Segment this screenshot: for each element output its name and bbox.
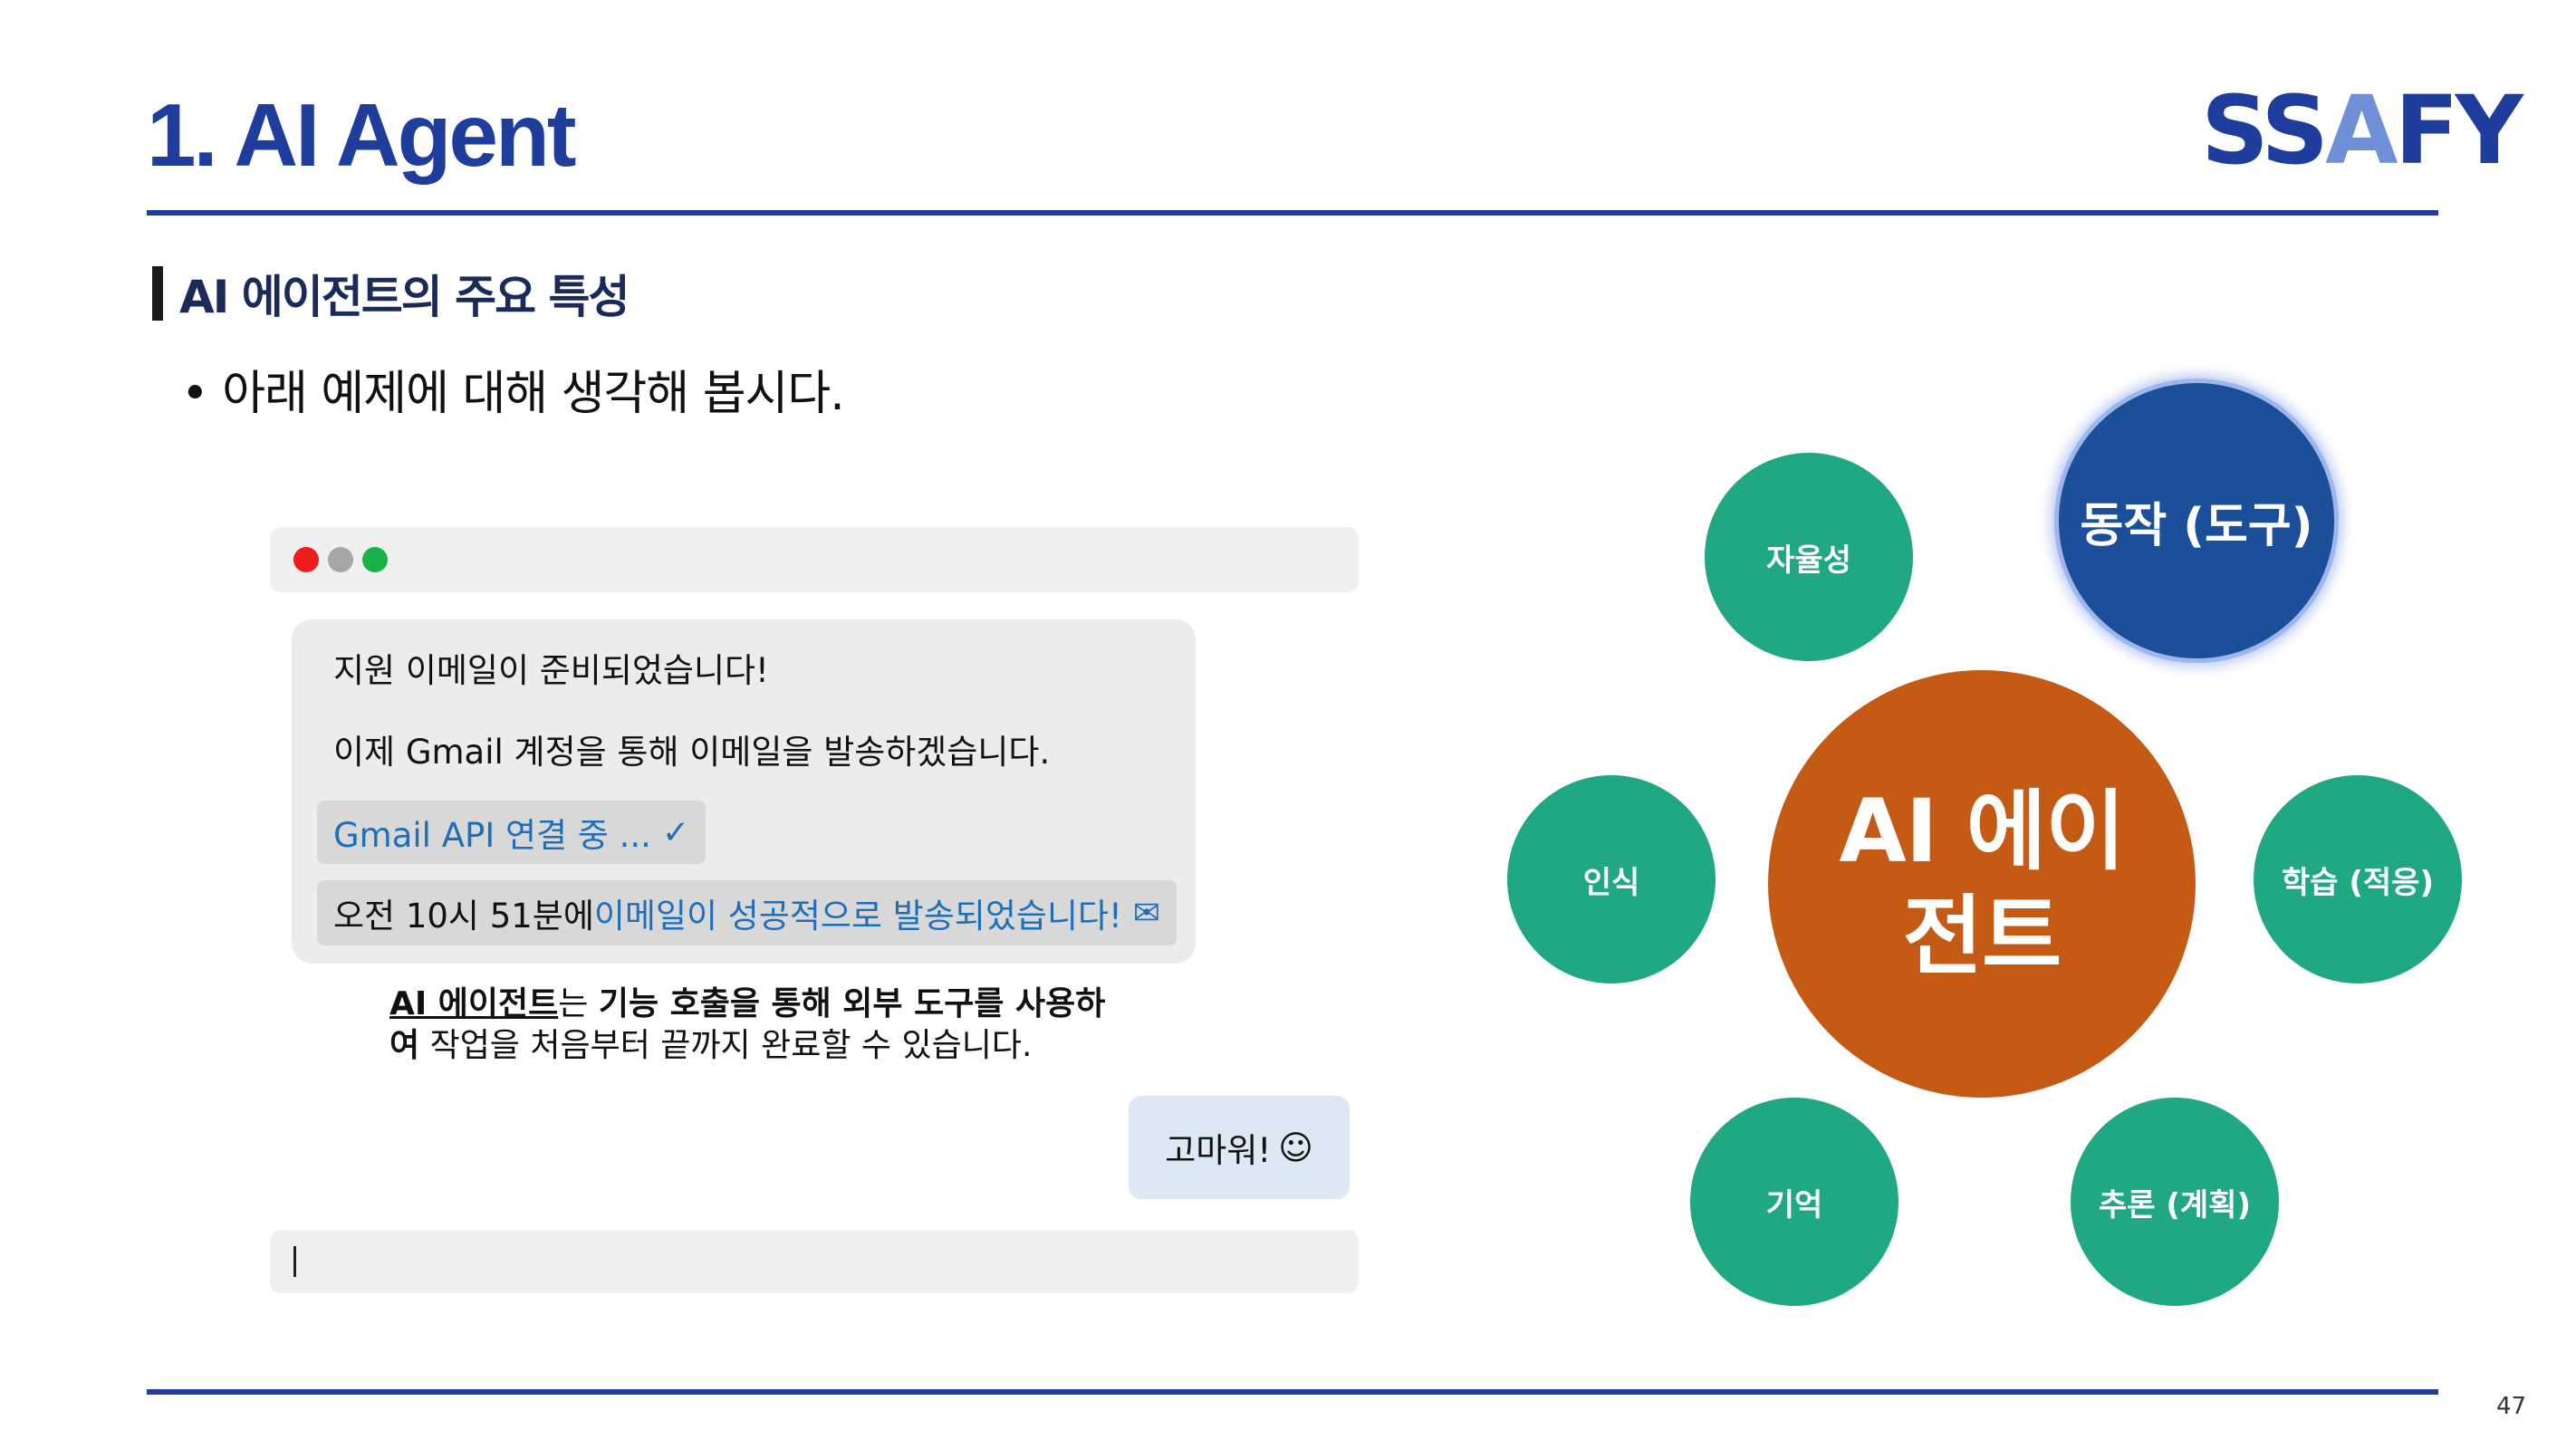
node-reasoning: 추론 (계획) <box>2071 1098 2279 1306</box>
sent-time-text: 오전 10시 51분에 <box>333 897 594 936</box>
node-autonomy: 자율성 <box>1705 453 1913 661</box>
user-message-bubble: 고마워! ☺ <box>1129 1096 1350 1199</box>
bullet-text: • 아래 예제에 대해 생각해 봅시다. <box>181 367 845 421</box>
mail-icon: ✉ <box>1132 894 1161 932</box>
chat-window-titlebar <box>270 527 1359 592</box>
section-heading: AI 에이전트의 주요 특성 <box>152 264 630 323</box>
node-perception: 인식 <box>1507 775 1716 984</box>
ssafy-logo: SSAFY <box>2201 75 2523 186</box>
caption: AI 에이전트는 기능 호출을 통해 외부 도구를 사용하여 작업을 처음부터 … <box>389 984 1114 1067</box>
text-cursor <box>293 1246 296 1277</box>
smile-icon: ☺ <box>1278 1128 1313 1167</box>
status-pill-sent: 오전 10시 51분에 이메일이 성공적으로 발송되었습니다! ✉ <box>317 880 1177 945</box>
caption-particle: 는 <box>558 985 599 1022</box>
caption-emphasis: 기능 호출을 통해 외부 도구를 사용하여 <box>389 985 1106 1064</box>
checkmark-icon: ✓ <box>661 813 690 851</box>
agent-message-bubble: 지원 이메일이 준비되었습니다! 이제 Gmail 계정을 통해 이메일을 발송… <box>292 619 1196 964</box>
header-divider <box>147 210 2438 216</box>
status-pill-connecting: Gmail API 연결 중 ... ✓ <box>317 801 706 864</box>
node-memory: 기억 <box>1690 1098 1898 1306</box>
page-number: 47 <box>2496 1393 2527 1420</box>
chat-input[interactable] <box>270 1230 1359 1293</box>
footer-divider <box>147 1389 2438 1395</box>
section-heading-text: AI 에이전트의 주요 특성 <box>179 271 630 323</box>
section-marker <box>152 266 163 321</box>
node-action-tools: 동작 (도구) <box>2054 379 2339 663</box>
page-title: 1. AI Agent <box>147 85 577 185</box>
caption-rest: 작업을 처음부터 끝까지 완료할 수 있습니다. <box>419 1027 1033 1064</box>
node-center-ai-agent: AI 에이전트 <box>1768 670 2196 1098</box>
node-learning: 학습 (적응) <box>2254 775 2462 984</box>
agent-message-line: 지원 이메일이 준비되었습니다! <box>333 651 769 690</box>
close-window-button[interactable] <box>293 547 319 572</box>
status-pill-text: Gmail API 연결 중 ... <box>333 816 651 855</box>
maximize-window-button[interactable] <box>362 547 388 572</box>
user-message-text: 고마워! <box>1165 1131 1272 1170</box>
agent-message-line: 이제 Gmail 계정을 통해 이메일을 발송하겠습니다. <box>333 733 1051 772</box>
sent-confirmation-text: 이메일이 성공적으로 발송되었습니다! <box>593 897 1122 936</box>
minimize-window-button[interactable] <box>328 547 353 572</box>
caption-subject: AI 에이전트 <box>389 985 559 1022</box>
